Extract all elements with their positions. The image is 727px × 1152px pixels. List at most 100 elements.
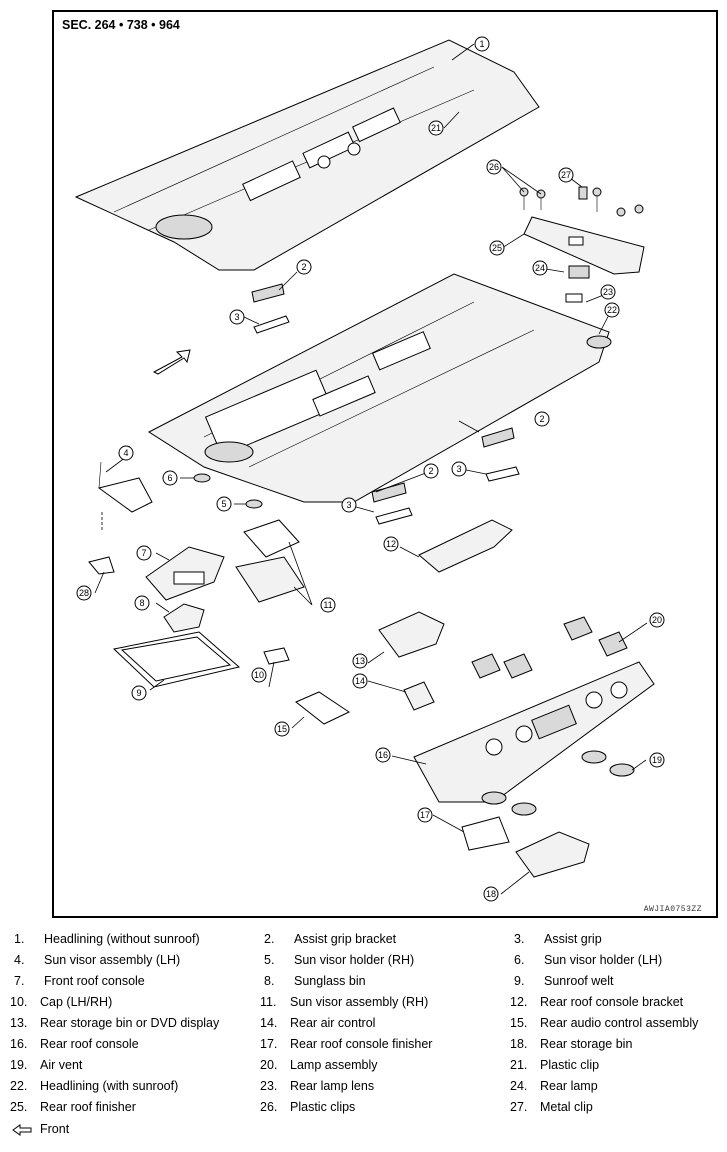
callout-27: 27 xyxy=(558,167,574,183)
svg-text:14: 14 xyxy=(355,676,365,686)
svg-text:3: 3 xyxy=(346,500,351,510)
svg-text:7: 7 xyxy=(141,548,146,558)
assist-grip-bracket-upper xyxy=(251,283,285,303)
svg-text:6: 6 xyxy=(167,473,172,483)
assist-grip-right xyxy=(485,466,520,482)
svg-text:3: 3 xyxy=(456,464,461,474)
legend-item: 13.Rear storage bin or DVD display xyxy=(10,1016,220,1030)
svg-text:8: 8 xyxy=(139,598,144,608)
section-title: SEC. 264 • 738 • 964 xyxy=(62,18,180,32)
svg-text:22: 22 xyxy=(607,305,617,315)
callout-6: 6 xyxy=(162,470,178,486)
legend-item: 12.Rear roof console bracket xyxy=(510,995,684,1009)
legend-item: 24.Rear lamp xyxy=(510,1079,598,1093)
rear-air-control xyxy=(403,681,435,711)
svg-text:27: 27 xyxy=(561,170,571,180)
front-roof-console xyxy=(145,546,225,601)
svg-text:26: 26 xyxy=(489,162,499,172)
legend-item: 19.Air vent xyxy=(10,1058,83,1072)
svg-text:2: 2 xyxy=(539,414,544,424)
svg-text:10: 10 xyxy=(254,670,264,680)
legend-item: 20.Lamp assembly xyxy=(260,1058,378,1072)
svg-text:18: 18 xyxy=(486,889,496,899)
rear-roof-finisher xyxy=(523,216,645,275)
callout-28: 28 xyxy=(76,585,92,601)
svg-text:11: 11 xyxy=(323,600,332,610)
callout-24: 24 xyxy=(532,260,548,276)
svg-text:15: 15 xyxy=(277,724,287,734)
rear-lamp xyxy=(565,265,590,303)
assist-grip-upper xyxy=(253,315,290,334)
callout-5: 5 xyxy=(216,496,232,512)
headlining-with-sunroof xyxy=(147,273,612,503)
callout-8: 8 xyxy=(134,595,150,611)
legend-item: 4.Sun visor assembly (LH) xyxy=(14,953,181,967)
air-vents xyxy=(481,750,635,816)
legend-item: 16.Rear roof console xyxy=(10,1037,139,1051)
front-arrow-icon xyxy=(12,1123,32,1136)
assist-grip-bracket-center xyxy=(371,482,407,503)
svg-text:12: 12 xyxy=(386,539,396,549)
callout-13: 13 xyxy=(352,653,368,669)
callout-18: 18 xyxy=(483,886,499,902)
legend-item: 10.Cap (LH/RH) xyxy=(10,995,113,1009)
leader-lines xyxy=(94,43,648,895)
sun-visor-holder-rh xyxy=(245,499,263,509)
svg-text:4: 4 xyxy=(123,448,128,458)
legend-item: 23.Rear lamp lens xyxy=(260,1079,375,1093)
legend-item: 26.Plastic clips xyxy=(260,1100,356,1114)
callout-3-upper: 3 xyxy=(229,309,245,325)
callout-17: 17 xyxy=(417,807,433,823)
legend-item: 8.Sunglass bin xyxy=(264,974,366,988)
legend-item: 7.Front roof console xyxy=(14,974,145,988)
legend-item: 18.Rear storage bin xyxy=(510,1037,633,1051)
svg-text:1: 1 xyxy=(479,39,484,49)
legend-item: 15.Rear audio control assembly xyxy=(510,1016,699,1030)
svg-text:17: 17 xyxy=(420,810,430,820)
callout-2-center: 2 xyxy=(423,463,439,479)
legend-item: 5.Sun visor holder (RH) xyxy=(264,953,415,967)
svg-text:21: 21 xyxy=(431,123,441,133)
plastic-clips xyxy=(519,187,644,217)
callout-4: 4 xyxy=(118,445,134,461)
callout-2-right: 2 xyxy=(534,411,550,427)
svg-text:23: 23 xyxy=(603,287,613,297)
exploded-view-drawing: 1 2 3 4 5 6 7 8 9 10 11 12 13 14 15 16 1… xyxy=(74,36,665,902)
front-label: Front xyxy=(40,1122,70,1136)
lamp-assembly xyxy=(563,616,593,641)
legend-item: 21.Plastic clip xyxy=(510,1058,600,1072)
legend-item: 3.Assist grip xyxy=(514,932,602,946)
svg-text:2: 2 xyxy=(301,262,306,272)
svg-text:28: 28 xyxy=(79,588,89,598)
cap-lh xyxy=(88,556,115,575)
image-code: AWJIA0753ZZ xyxy=(643,905,702,914)
sun-visor-lh xyxy=(97,461,153,532)
callout-7: 7 xyxy=(136,545,152,561)
legend-item: 2.Assist grip bracket xyxy=(264,932,397,946)
callout-9: 9 xyxy=(131,685,147,701)
legend-item: 25.Rear roof finisher xyxy=(10,1100,136,1114)
sun-visor-rh xyxy=(235,519,305,603)
assist-grip-bracket-right xyxy=(481,427,515,448)
svg-text:24: 24 xyxy=(535,263,545,273)
rear-storage-bin xyxy=(515,831,590,878)
sun-visor-holder-lh xyxy=(193,473,211,483)
legend-item: 22.Headlining (with sunroof) xyxy=(10,1079,179,1093)
legend-item: 14.Rear air control xyxy=(260,1016,376,1030)
legend-item: 17.Rear roof console finisher xyxy=(260,1037,433,1051)
svg-text:13: 13 xyxy=(355,656,365,666)
cap-rh xyxy=(263,647,290,665)
rear-roof-console-finisher xyxy=(461,816,510,851)
svg-text:9: 9 xyxy=(136,688,141,698)
svg-text:2: 2 xyxy=(428,466,433,476)
callout-10: 10 xyxy=(251,667,267,683)
rear-roof-console xyxy=(413,661,655,803)
callout-14: 14 xyxy=(352,673,368,689)
callout-22: 22 xyxy=(604,302,620,318)
callout-19: 19 xyxy=(649,752,665,768)
callout-12: 12 xyxy=(383,536,399,552)
svg-text:25: 25 xyxy=(492,243,502,253)
rear-audio-control-assembly xyxy=(295,691,351,725)
diagram-frame: SEC. 264 • 738 • 964 xyxy=(52,10,718,918)
front-direction-arrow-icon xyxy=(152,349,191,375)
